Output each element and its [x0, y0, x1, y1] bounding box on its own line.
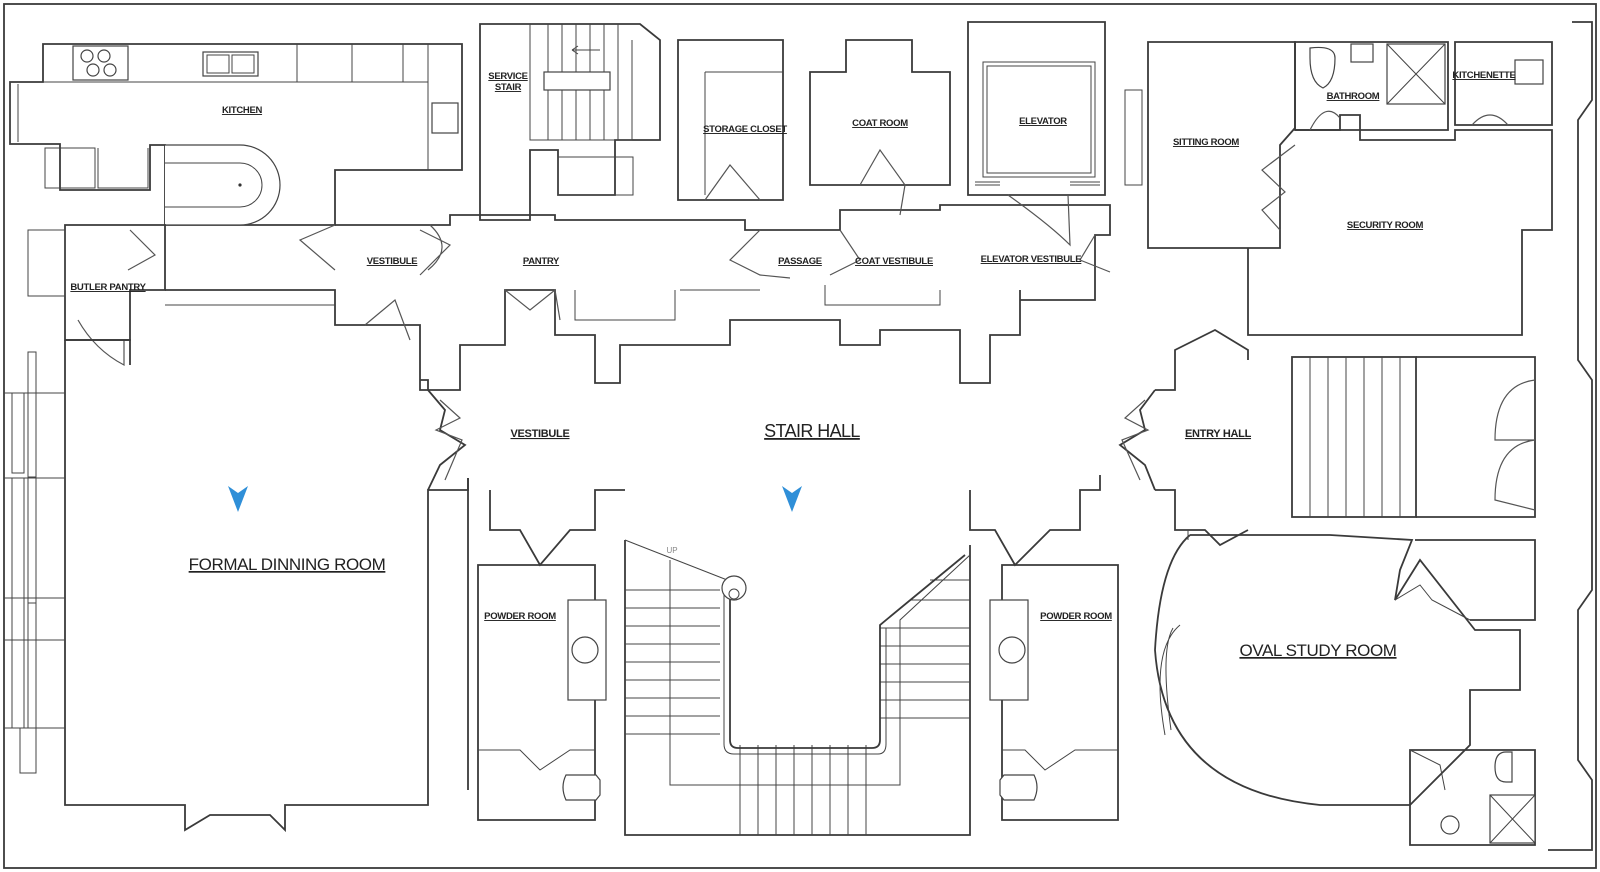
kitchenette: KITCHENETTE — [1452, 41, 1553, 126]
kitchen-label: KITCHEN — [222, 105, 263, 116]
security-room: SECURITY ROOM — [1247, 110, 1553, 336]
powder-room-left: POWDER ROOM — [477, 564, 607, 821]
east-wall — [1548, 21, 1593, 851]
stair-up-label: UP — [666, 546, 677, 555]
sitting-room: SITTING ROOM — [1124, 41, 1296, 249]
kitchen: KITCHEN — [9, 43, 463, 226]
toilet-icon — [1309, 46, 1336, 89]
vestibule-upper-label: VESTIBULE — [367, 256, 418, 267]
entry-stair — [1291, 356, 1417, 518]
powder-room-right-label: POWDER ROOM — [1040, 611, 1112, 622]
entry-hall-label: ENTRY HALL — [1185, 428, 1252, 440]
powder-room-right: POWDER ROOM — [989, 564, 1119, 821]
camera-stair-hall[interactable] — [782, 486, 802, 512]
service-stair: SERVICE STAIR — [479, 23, 661, 221]
formal-dining-room-label: FORMAL DINNING ROOM — [189, 555, 386, 574]
service-stair-label-1: SERVICE — [488, 71, 527, 82]
camera-dining-room[interactable] — [228, 486, 248, 512]
grand-stair: UP — [624, 539, 971, 836]
elevator-vestibule-label: ELEVATOR VESTIBULE — [981, 254, 1082, 265]
coat-vestibule-label: COAT VESTIBULE — [855, 256, 933, 267]
elevator: ELEVATOR — [967, 21, 1106, 247]
kitchen-island — [165, 144, 281, 226]
kitchenette-label: KITCHENETTE — [1452, 70, 1515, 81]
sink-icon-bath — [1350, 43, 1374, 63]
entry-hall — [1155, 328, 1536, 547]
newel-post — [721, 575, 747, 601]
pantry-label: PANTRY — [523, 256, 560, 267]
sink-icon-powder-left — [571, 636, 599, 664]
west-windows — [4, 351, 65, 774]
security-room-label: SECURITY ROOM — [1347, 220, 1424, 231]
formal-dining-room: FORMAL DINNING ROOM — [4, 339, 469, 833]
powder-room-left-label: POWDER ROOM — [484, 611, 556, 622]
storage-closet-label: STORAGE CLOSET — [703, 124, 787, 135]
toilet-icon-powder-left — [562, 774, 601, 801]
storage-closet: STORAGE CLOSET — [677, 39, 788, 201]
sink-icon-powder-right — [998, 636, 1026, 664]
vestibule-lower-label: VESTIBULE — [510, 428, 569, 440]
elevator-car — [982, 61, 1096, 178]
bathroom: BATHROOM — [1294, 41, 1449, 131]
sitting-room-label: SITTING ROOM — [1173, 137, 1239, 148]
double-sink-icon — [202, 51, 259, 77]
stair-treads-right — [880, 579, 970, 719]
stair-handrail — [729, 554, 966, 749]
sink-icon — [431, 102, 459, 134]
oval-study-room: OVAL STUDY ROOM — [1154, 530, 1536, 846]
passage-label: PASSAGE — [778, 256, 822, 267]
elevator-label: ELEVATOR — [1019, 116, 1067, 127]
toilet-icon-study — [1494, 751, 1513, 783]
plan-border — [3, 3, 1597, 869]
coat-room: COAT ROOM — [809, 39, 951, 216]
service-stair-label-2: STAIR — [495, 82, 522, 93]
stair-treads-left — [625, 607, 720, 735]
stair-hall-label: STAIR HALL — [764, 421, 860, 441]
stair-hall: VESTIBULE STAIR HALL ENTRY HALL — [427, 389, 1252, 790]
butler-pantry: BUTLER PANTRY — [27, 224, 166, 366]
oval-study-room-label: OVAL STUDY ROOM — [1239, 641, 1396, 660]
toilet-icon-powder-right — [999, 774, 1038, 801]
stair-treads-bottom — [739, 745, 867, 835]
upper-corridor: VESTIBULE PANTRY PASSAGE COAT VESTIBULE … — [165, 204, 1111, 391]
bathroom-label: BATHROOM — [1327, 91, 1380, 102]
butler-pantry-label: BUTLER PANTRY — [70, 282, 146, 293]
coat-room-label: COAT ROOM — [852, 118, 908, 129]
sink-icon-study — [1440, 815, 1460, 835]
